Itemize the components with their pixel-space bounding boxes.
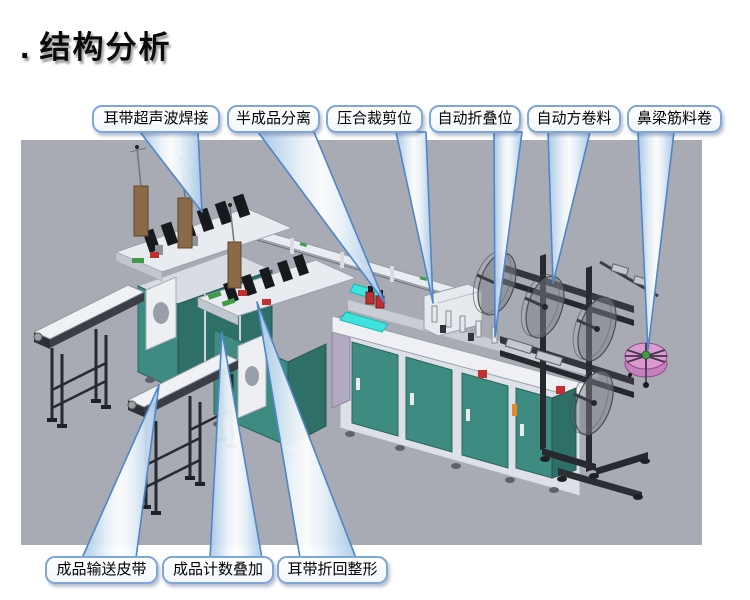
callout-nose-bridge-material-roll: 鼻梁筋料卷 [627,105,722,133]
cabinet-doors [351,341,553,479]
nose-bridge-roll [624,342,668,388]
callout-auto-roll-feeding: 自动方卷料 [527,105,621,133]
callout-ear-strap-fold-back-shaping: 耳带折回整形 [277,556,388,584]
callout-finished-product-count-stack: 成品计数叠加 [162,556,274,584]
feed-bridge-rail [225,219,459,300]
callout-ear-strap-ultrasonic-welding: 耳带超声波焊接 [92,105,220,133]
callout-auto-folding-position: 自动折叠位 [429,105,521,133]
title-text: 结构分析 [39,30,172,65]
callout-finished-product-conveyor: 成品输送皮带 [45,556,158,584]
callout-press-cut-position: 压合裁剪位 [326,105,423,133]
page-title: .结构分析 [20,22,171,67]
callout-semi-finished-separation: 半成品分离 [227,105,320,133]
callout-beams [81,131,675,559]
title-bullet: . [20,28,32,66]
conveyor-upper [32,284,146,428]
